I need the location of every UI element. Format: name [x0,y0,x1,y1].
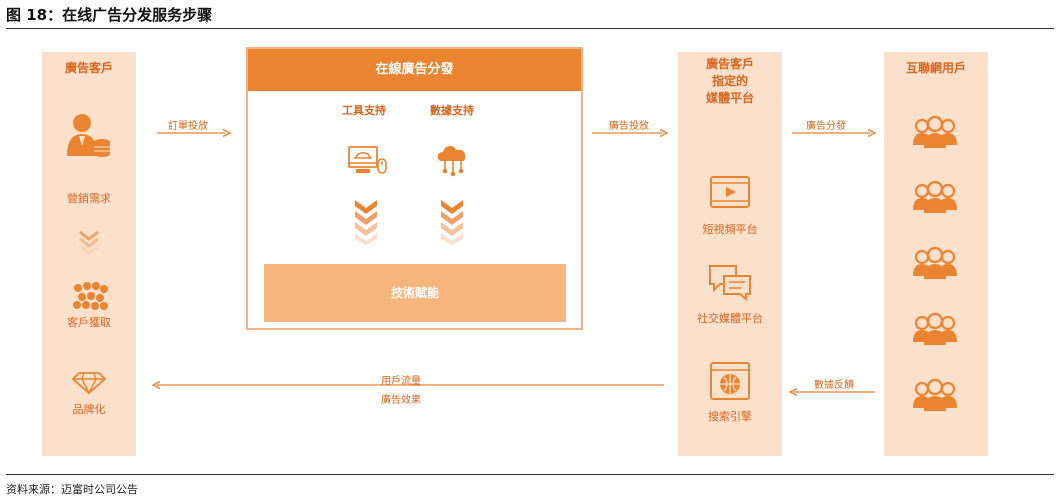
short-video-platform-label: 短視頻平台 [702,223,758,236]
user-group-icon [913,246,957,279]
cloud-network-icon [437,146,466,177]
customer-acquisition-label: 客戶獲取 [67,316,111,329]
ad-effect-label: 廣告效果 [381,395,421,406]
ad-distribution-arrow [792,128,877,138]
branding-label: 品牌化 [72,403,106,416]
data-support-label: 數據支持 [430,104,474,117]
source-rule [6,474,1054,475]
tool-support-chevrons-icon [355,200,377,245]
ad-distribution-label: 廣告分發 [806,121,846,132]
ad-placement-arrow [592,128,669,138]
search-engine-label: 搜索引擎 [708,410,752,423]
user-traffic-arrow [151,380,664,390]
business-person-icon [67,114,110,157]
social-media-platform-label: 社交媒體平台 [697,312,763,325]
tool-support-label: 工具支持 [342,104,386,117]
monitor-mouse-icon [348,146,387,174]
media-platform-column: 廣告客戶 指定的 媒體平台 短視頻平台 社交媒體平台 搜索引擎 [678,52,782,456]
internet-users-title: 互聯網用戶 [905,61,966,75]
video-play-icon [710,176,750,208]
advertiser-column: 廣告客戶 營銷需求 客戶獲取 品牌化 [42,52,136,456]
source-note: 资料来源：迈富时公司公告 [6,483,138,496]
online-ad-distribution-panel: 在線廣告分發 工具支持 數據支持 技術賦能 [246,47,583,330]
data-support-chevrons-icon [441,200,463,245]
tech-empowerment-bar: 技術賦能 [264,264,566,322]
user-group-icon [913,312,957,345]
chevron-down-icon [79,230,99,255]
title-rule [6,28,1054,29]
order-placement-arrow [157,128,232,138]
diamond-icon [71,372,107,395]
user-group-icon [913,180,957,213]
user-group-icon [913,378,957,411]
media-title-line-2: 指定的 [711,74,748,88]
order-placement-label: 訂單投放 [168,121,208,132]
browser-globe-icon [710,362,750,400]
user-group-icon [913,115,957,148]
data-feedback-label: 數據反饋 [814,380,854,391]
user-traffic-label: 用戶流量 [381,376,421,387]
marketing-demand-label: 營銷需求 [67,192,111,205]
media-title-line-1: 廣告客戶 [705,57,754,71]
figure-title: 图 18：在线广告分发服务步骤 [6,6,213,24]
data-feedback-arrow [788,387,875,397]
chat-bubbles-icon [709,265,751,302]
advertiser-title: 廣告客戶 [64,61,113,75]
ad-placement-label: 廣告投放 [609,121,649,132]
media-title-line-3: 媒體平台 [705,91,754,105]
crowd-icon [73,282,108,310]
center-panel-title: 在線廣告分發 [248,49,581,91]
